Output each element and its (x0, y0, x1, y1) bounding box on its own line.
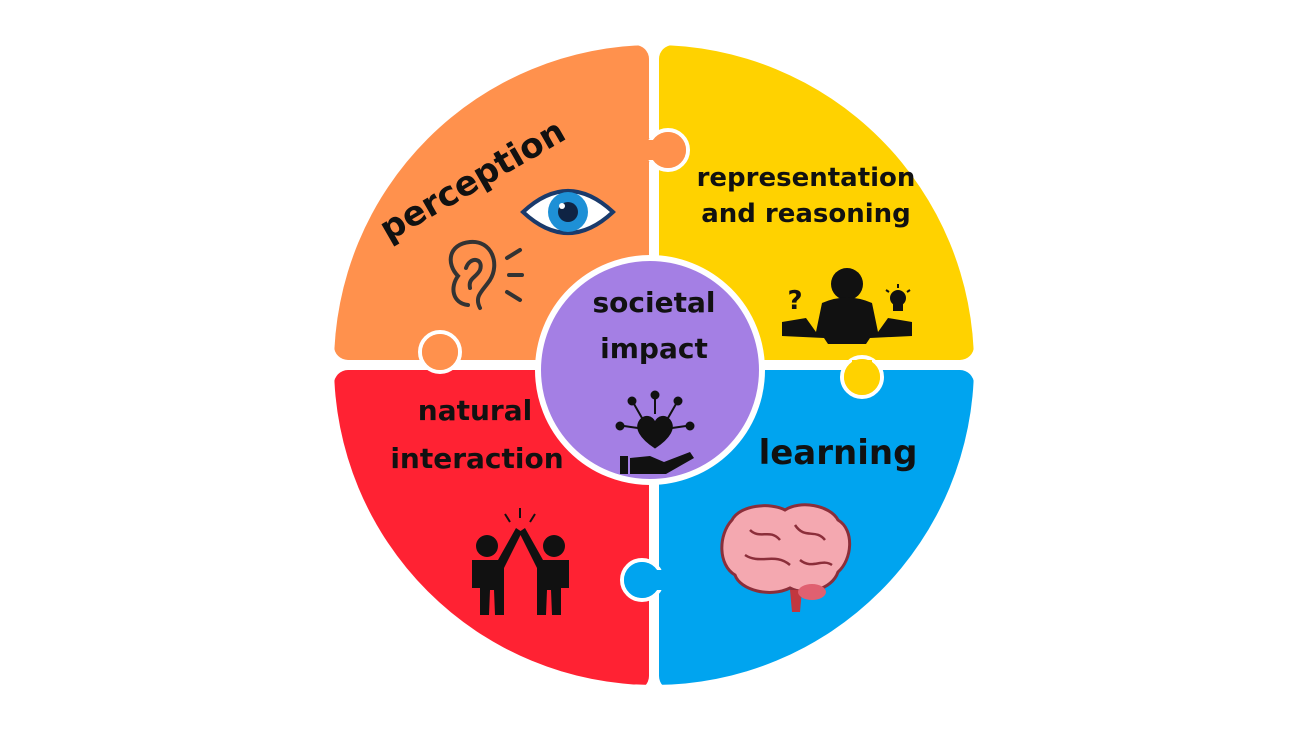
label-natural-line1: natural (418, 394, 532, 427)
label-natural-line2: interaction (390, 442, 563, 475)
center-societal-impact (535, 255, 765, 485)
question-mark-icon: ? (787, 286, 802, 316)
ear-icon (448, 239, 524, 310)
brain-icon (720, 503, 852, 612)
label-learning: learning (759, 433, 918, 473)
high-five-icon (472, 508, 569, 615)
center-label-line1: societal (593, 286, 716, 319)
heart-hand-network-icon (615, 390, 695, 474)
person-thinking-icon (782, 268, 912, 344)
center-label-line2: impact (600, 332, 708, 365)
label-representation-line1: representation (697, 163, 916, 193)
eye-icon (520, 189, 616, 235)
label-representation-line2: and reasoning (701, 199, 911, 229)
puzzle-tabs (418, 128, 884, 602)
lightbulb-icon (885, 284, 911, 311)
